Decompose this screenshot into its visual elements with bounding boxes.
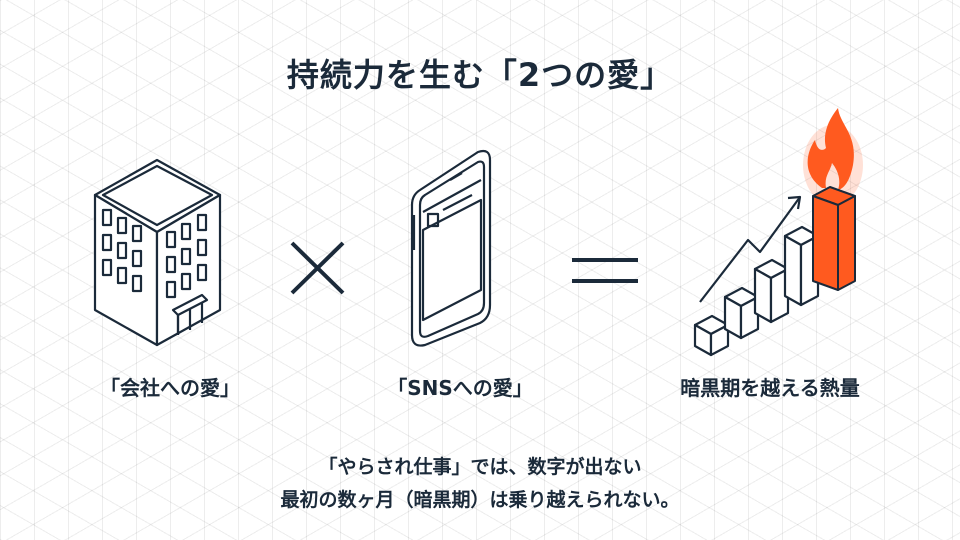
fire-icon (803, 108, 863, 205)
office-building-icon (93, 158, 222, 347)
page-title: 持続力を生む「2つの愛」 (286, 56, 674, 94)
footer-line-2: 最初の数ヶ月（暗黒期）は乗り越えられない。 (280, 489, 680, 511)
equals-icon (572, 258, 638, 283)
rising-bar-chart-fire-icon (693, 108, 863, 357)
company-love-label: 「会社への愛」 (100, 376, 240, 400)
smartphone-icon (410, 149, 492, 347)
multiply-icon (290, 241, 345, 295)
footer-line-1: 「やらされ仕事」では、数字が出ない (318, 456, 642, 478)
sns-love-label: 「SNSへの愛」 (387, 376, 533, 400)
passion-label: 暗黒期を越える熱量 (680, 376, 860, 400)
